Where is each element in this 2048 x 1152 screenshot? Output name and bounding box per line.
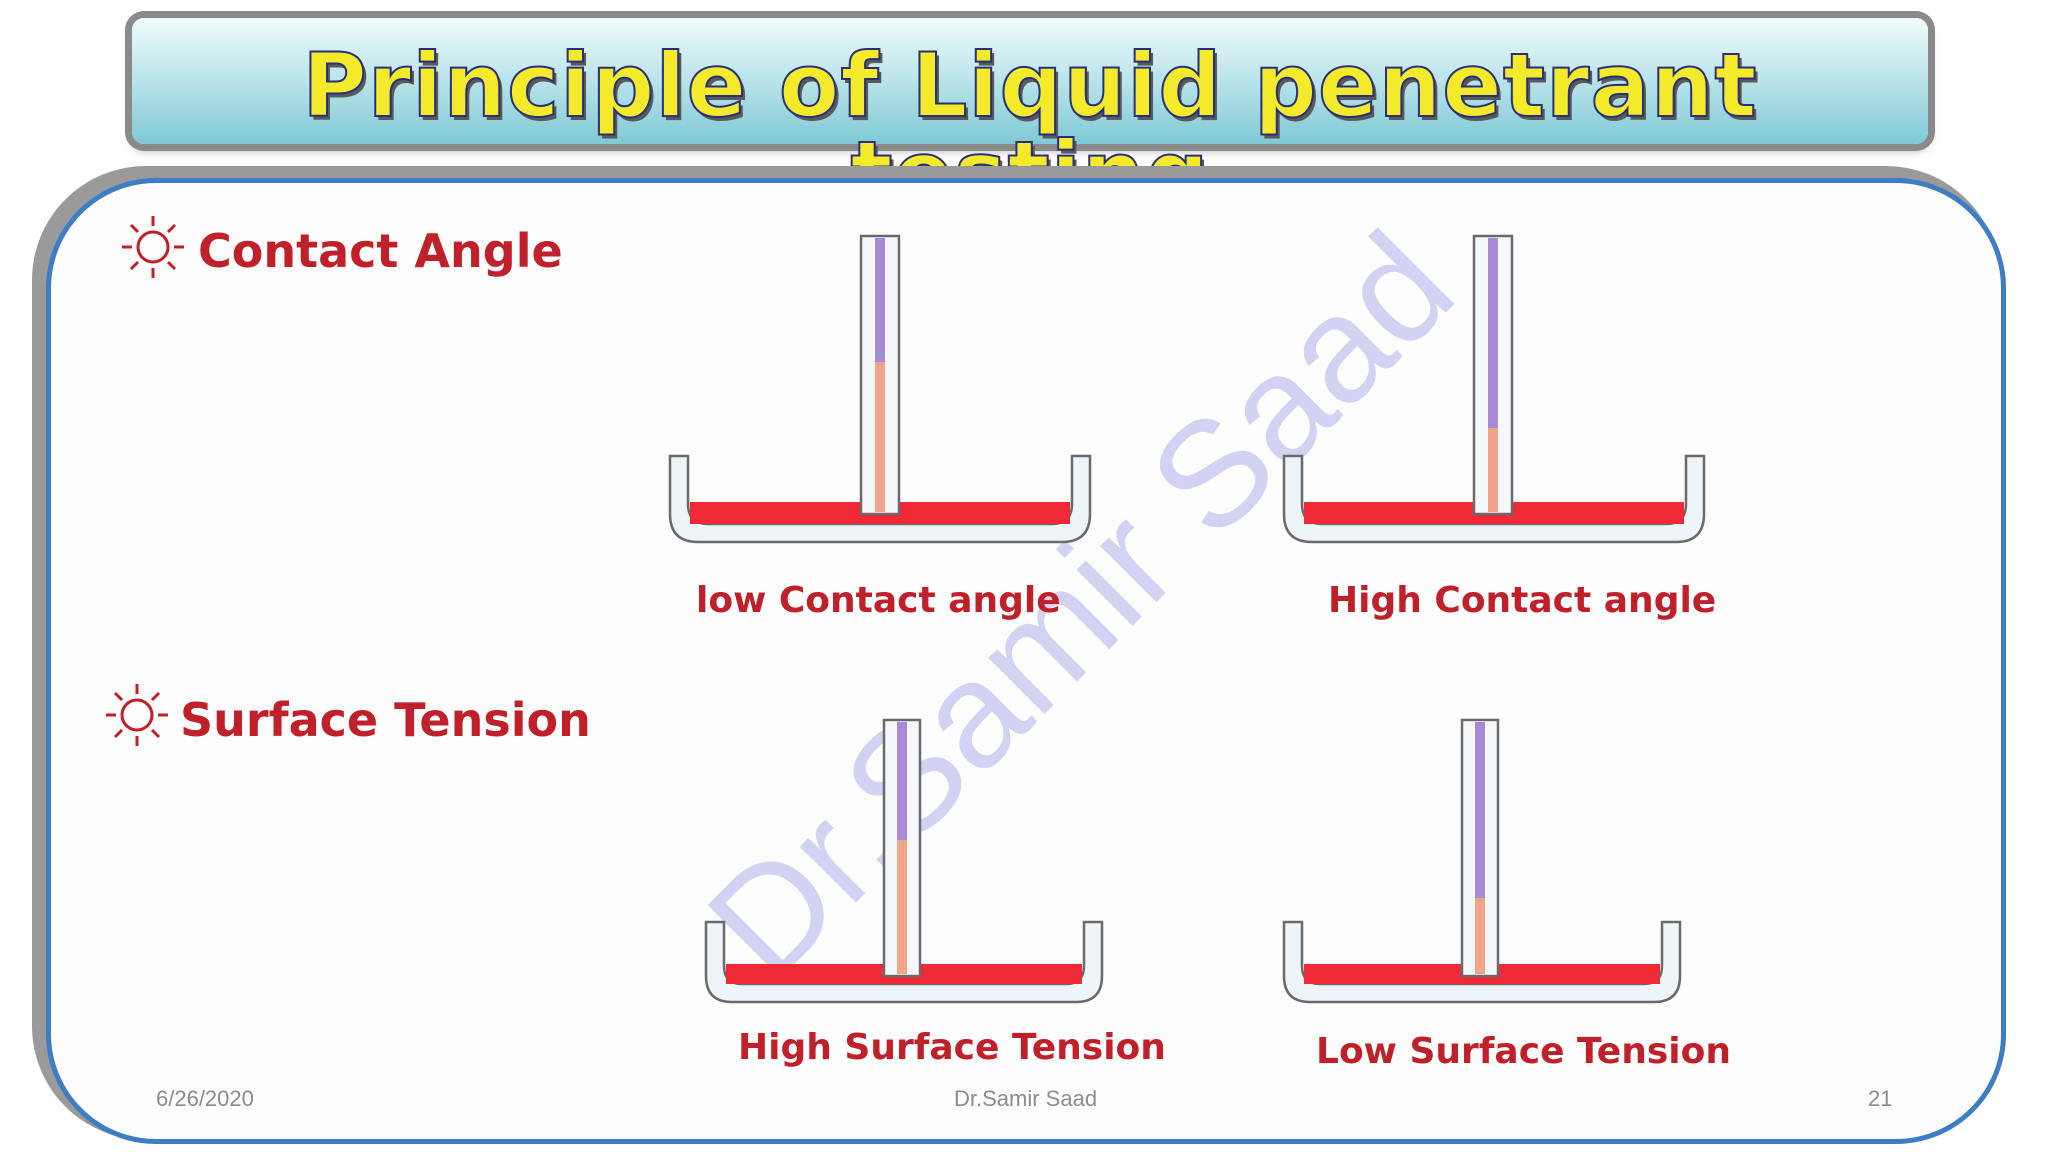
footer-date: 6/26/2020 xyxy=(156,1086,254,1111)
slide-title: Principle of Liquid penetrant testing xyxy=(301,34,1758,225)
caption-low-contact-angle: low Contact angle xyxy=(696,580,1061,621)
caption-low-surface-tension: Low Surface Tension xyxy=(1316,1031,1731,1072)
capillary-diagram-low-surface-tension xyxy=(1282,718,1682,1004)
capillary-diagram-low-contact-angle xyxy=(668,234,1092,544)
capillary-diagram-high-surface-tension xyxy=(704,718,1104,1004)
sun-bullet-icon xyxy=(106,684,168,746)
caption-high-surface-tension: High Surface Tension xyxy=(738,1027,1166,1068)
title-banner: Principle of Liquid penetrant testing xyxy=(132,18,1928,219)
heading-surface-tension: Surface Tension xyxy=(180,693,591,747)
capillary-diagram-high-contact-angle xyxy=(1282,234,1706,544)
heading-contact-angle: Contact Angle xyxy=(198,224,563,278)
footer-author: Dr.Samir Saad xyxy=(954,1086,1098,1111)
caption-high-contact-angle: High Contact angle xyxy=(1328,580,1717,621)
sun-bullet-icon xyxy=(122,216,184,278)
footer-page-number: 21 xyxy=(1868,1086,1893,1111)
